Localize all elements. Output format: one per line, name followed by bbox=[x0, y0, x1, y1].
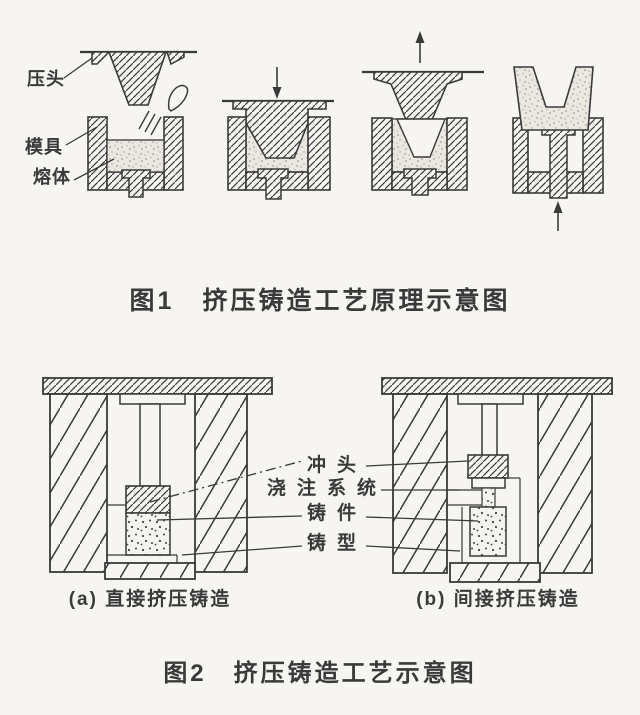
fig2-label-casting: 铸件 bbox=[307, 503, 368, 524]
fig2-caption: 图2 挤压铸造工艺示意图 bbox=[163, 660, 477, 687]
press-head-shape bbox=[80, 50, 197, 106]
fig2-direct-squeeze-drawing bbox=[42, 377, 273, 580]
mold-right-wall bbox=[537, 393, 593, 574]
punch-shape bbox=[232, 100, 327, 159]
ejected-casting-shape bbox=[513, 66, 594, 131]
mold-right-wall bbox=[307, 116, 331, 191]
fig2-label-gating-system: 浇注系统 bbox=[267, 478, 388, 499]
ejector-pin bbox=[257, 168, 289, 200]
casting-leader-right bbox=[365, 516, 479, 522]
mold-left-wall bbox=[371, 117, 393, 191]
up-arrow bbox=[553, 201, 563, 231]
fig2-label-casting-mold: 铸型 bbox=[307, 533, 368, 554]
fig2-indirect-squeeze-drawing bbox=[381, 377, 613, 583]
top-plate bbox=[42, 377, 273, 395]
mold-right-wall bbox=[582, 117, 604, 194]
fig2-leader-lines bbox=[149, 460, 479, 556]
melt-leader bbox=[73, 158, 115, 181]
top-plate bbox=[381, 377, 613, 395]
ejector-pin bbox=[403, 168, 437, 196]
fig1-stage1-pouring bbox=[63, 50, 197, 198]
mold-left-wall bbox=[49, 393, 108, 573]
gating-neck-shape bbox=[481, 487, 496, 508]
mold-left-wall bbox=[87, 116, 108, 191]
down-arrow bbox=[272, 67, 282, 99]
mold-leader-left bbox=[181, 545, 303, 556]
fig1-label-mold: 模具 bbox=[25, 137, 63, 157]
casting-cavity-imprint bbox=[395, 118, 447, 158]
fig1-stage2-pressing bbox=[222, 67, 334, 200]
mold-right-wall bbox=[194, 393, 248, 573]
melt-shape bbox=[106, 139, 165, 173]
casting-leader-left bbox=[156, 515, 303, 521]
mold-left-wall bbox=[392, 393, 448, 574]
fig1-label-melt: 熔体 bbox=[33, 167, 71, 187]
casting-shape bbox=[469, 506, 507, 557]
punch-leader-left bbox=[149, 460, 303, 503]
punch-rod bbox=[481, 403, 498, 458]
ejector-pin bbox=[121, 169, 151, 198]
mold-bottom bbox=[104, 562, 196, 580]
punch-holder-plate bbox=[457, 393, 524, 405]
punch-leader-right bbox=[365, 460, 469, 467]
fig1-stage4-eject bbox=[512, 66, 604, 231]
punch-foot-plate bbox=[471, 477, 506, 489]
fig1-label-press-head: 压头 bbox=[27, 69, 65, 89]
fig2-sub-caption-b: (b) 间接挤压铸造 bbox=[416, 589, 580, 610]
punch-holder-plate bbox=[119, 393, 186, 405]
mold-right-wall bbox=[446, 117, 468, 191]
fig2-sub-caption-a: (a) 直接挤压铸造 bbox=[68, 589, 232, 610]
mold-left-wall bbox=[227, 116, 247, 191]
punch-block bbox=[125, 485, 171, 514]
fig1-caption: 图1 挤压铸造工艺原理示意图 bbox=[129, 287, 511, 315]
up-arrow bbox=[415, 31, 425, 63]
splash-lines bbox=[138, 110, 162, 136]
pour-stream-shape bbox=[167, 84, 189, 112]
fig1-stage3-retract bbox=[362, 31, 484, 196]
fig2-label-punch: 冲头 bbox=[307, 455, 368, 476]
press-head-leader bbox=[63, 57, 93, 79]
mold-bottom bbox=[449, 562, 541, 583]
punch-block bbox=[467, 454, 509, 479]
mold-leader-right bbox=[365, 545, 461, 552]
mold-leader bbox=[65, 126, 98, 146]
mold-right-wall bbox=[163, 116, 184, 191]
punch-rod bbox=[139, 403, 161, 487]
